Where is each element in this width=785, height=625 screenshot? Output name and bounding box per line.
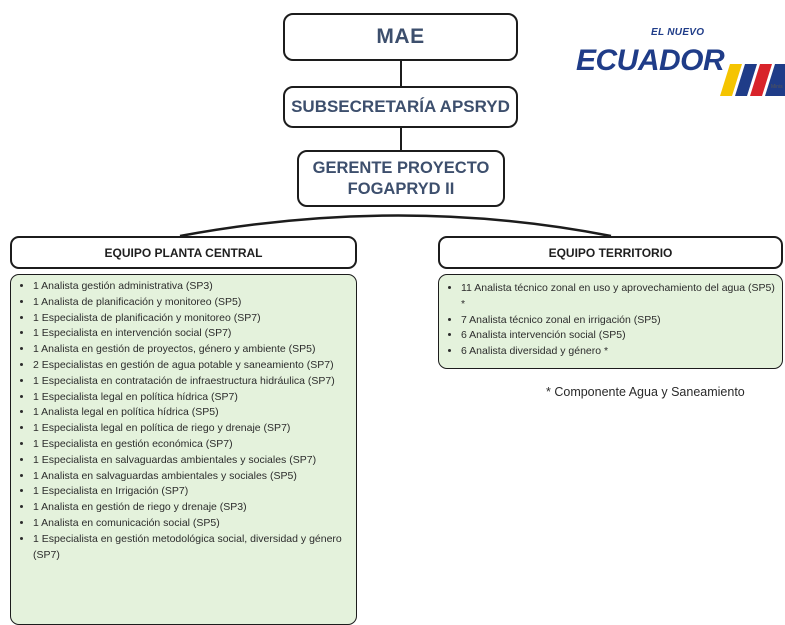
list-item: 2 Especialistas en gestión de agua potab… xyxy=(33,358,352,374)
footnote: * Componente Agua y Saneamiento xyxy=(546,385,745,399)
list-item: 1 Especialista en intervención social (S… xyxy=(33,326,352,342)
logo-ministerio: Minis xyxy=(771,84,783,90)
node-subsecretaria: SUBSECRETARÍA APSRYD xyxy=(283,86,518,128)
list-item: 1 Especialista en gestión metodológica s… xyxy=(33,532,352,564)
list-item: 6 Analista intervención social (SP5) xyxy=(461,328,778,344)
node-subsecretaria-label: SUBSECRETARÍA APSRYD xyxy=(291,97,510,116)
territory-team-header: EQUIPO TERRITORIO xyxy=(438,236,783,269)
territory-team-title: EQUIPO TERRITORIO xyxy=(548,245,673,260)
list-item: 1 Analista en gestión de proyectos, géne… xyxy=(33,342,352,358)
ecuador-logo: EL NUEVO ECUADOR Minis xyxy=(574,24,785,96)
list-item: 1 Especialista legal en política de rieg… xyxy=(33,421,352,437)
node-mae-label: MAE xyxy=(376,25,425,48)
connector-gerente-teams xyxy=(179,214,612,238)
list-item: 1 Analista gestión administrativa (SP3) xyxy=(33,279,352,295)
list-item: 1 Analista en salvaguardas ambientales y… xyxy=(33,469,352,485)
node-mae: MAE xyxy=(283,13,518,61)
logo-ecuador: ECUADOR xyxy=(576,44,725,77)
list-item: 1 Analista legal en política hídrica (SP… xyxy=(33,405,352,421)
logo-el-nuevo: EL NUEVO xyxy=(651,27,705,38)
list-item: 1 Especialista en contratación de infrae… xyxy=(33,374,352,390)
list-item: 6 Analista diversidad y género * xyxy=(461,344,778,360)
list-item: 1 Especialista legal en política hídrica… xyxy=(33,390,352,406)
node-gerente-line1: GERENTE PROYECTO xyxy=(312,158,490,177)
territory-team-list: 11 Analista técnico zonal en uso y aprov… xyxy=(438,274,783,369)
list-item: 1 Especialista de planificación y monito… xyxy=(33,311,352,327)
central-team-list: 1 Analista gestión administrativa (SP3) … xyxy=(10,274,357,625)
list-item: 1 Analista de planificación y monitoreo … xyxy=(33,295,352,311)
node-gerente-line2: FOGAPRYD II xyxy=(347,179,455,198)
list-item: 1 Especialista en salvaguardas ambiental… xyxy=(33,453,352,469)
list-item: 1 Analista en gestión de riego y drenaje… xyxy=(33,500,352,516)
node-gerente-proyecto: GERENTE PROYECTO FOGAPRYD II xyxy=(297,150,505,207)
list-item: 7 Analista técnico zonal en irrigación (… xyxy=(461,313,778,329)
central-team-title: EQUIPO PLANTA CENTRAL xyxy=(104,245,263,260)
logo-stripes xyxy=(720,64,785,96)
list-item: 1 Especialista en Irrigación (SP7) xyxy=(33,484,352,500)
central-team-header: EQUIPO PLANTA CENTRAL xyxy=(10,236,357,269)
list-item: 1 Especialista en gestión económica (SP7… xyxy=(33,437,352,453)
list-item: 1 Analista en comunicación social (SP5) xyxy=(33,516,352,532)
list-item: 11 Analista técnico zonal en uso y aprov… xyxy=(461,281,778,313)
